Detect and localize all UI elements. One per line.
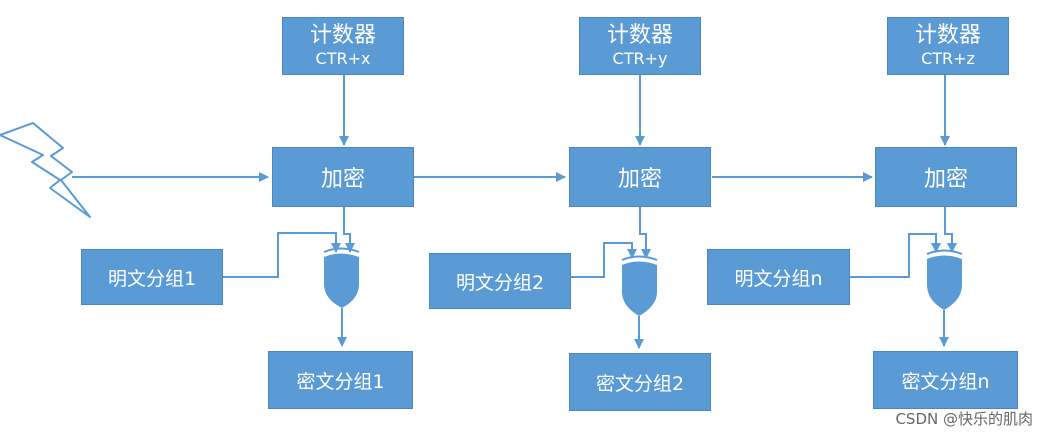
encrypt-box-3: 加密 <box>875 147 1017 207</box>
counter-title-2: 计数器 <box>606 23 673 48</box>
counter-subtitle-1: CTR+x <box>315 49 371 68</box>
plaintext-block-1: 明文分组1 <box>81 249 223 305</box>
counter-title-3: 计数器 <box>914 23 981 48</box>
xor-gate-icon <box>927 255 962 310</box>
counter-title-1: 计数器 <box>309 23 376 48</box>
plaintext-to-xor-arrow-1 <box>223 232 341 278</box>
counter-box-3: 计数器 CTR+z <box>887 17 1009 75</box>
lightning-bolt-icon <box>0 122 91 218</box>
counter-subtitle-2: CTR+y <box>612 49 668 68</box>
plaintext-block-3: 明文分组n <box>707 249 850 305</box>
xor-gate-icon <box>324 253 359 308</box>
ciphertext-block-3: 密文分组n <box>873 351 1018 409</box>
counter-box-2: 计数器 CTR+y <box>579 17 701 75</box>
encrypt-to-xor-arrow-1 <box>343 207 355 253</box>
counter-subtitle-3: CTR+z <box>921 49 975 68</box>
encrypt-box-1: 加密 <box>272 147 414 207</box>
plaintext-block-2: 明文分组2 <box>429 253 571 309</box>
encrypt-to-xor-arrow-2 <box>639 207 651 259</box>
encrypt-to-xor-arrow-3 <box>944 207 957 253</box>
plaintext-to-xor-arrow-3 <box>850 233 941 278</box>
counter-box-1: 计数器 CTR+x <box>282 17 404 75</box>
ciphertext-block-1: 密文分组1 <box>268 351 413 409</box>
watermark: CSDN @快乐的肌肉 <box>895 410 1033 428</box>
xor-gate-icon <box>622 261 657 316</box>
plaintext-to-xor-arrow-2 <box>571 242 637 278</box>
encrypt-box-2: 加密 <box>569 147 711 207</box>
ciphertext-block-2: 密文分组2 <box>569 353 711 411</box>
